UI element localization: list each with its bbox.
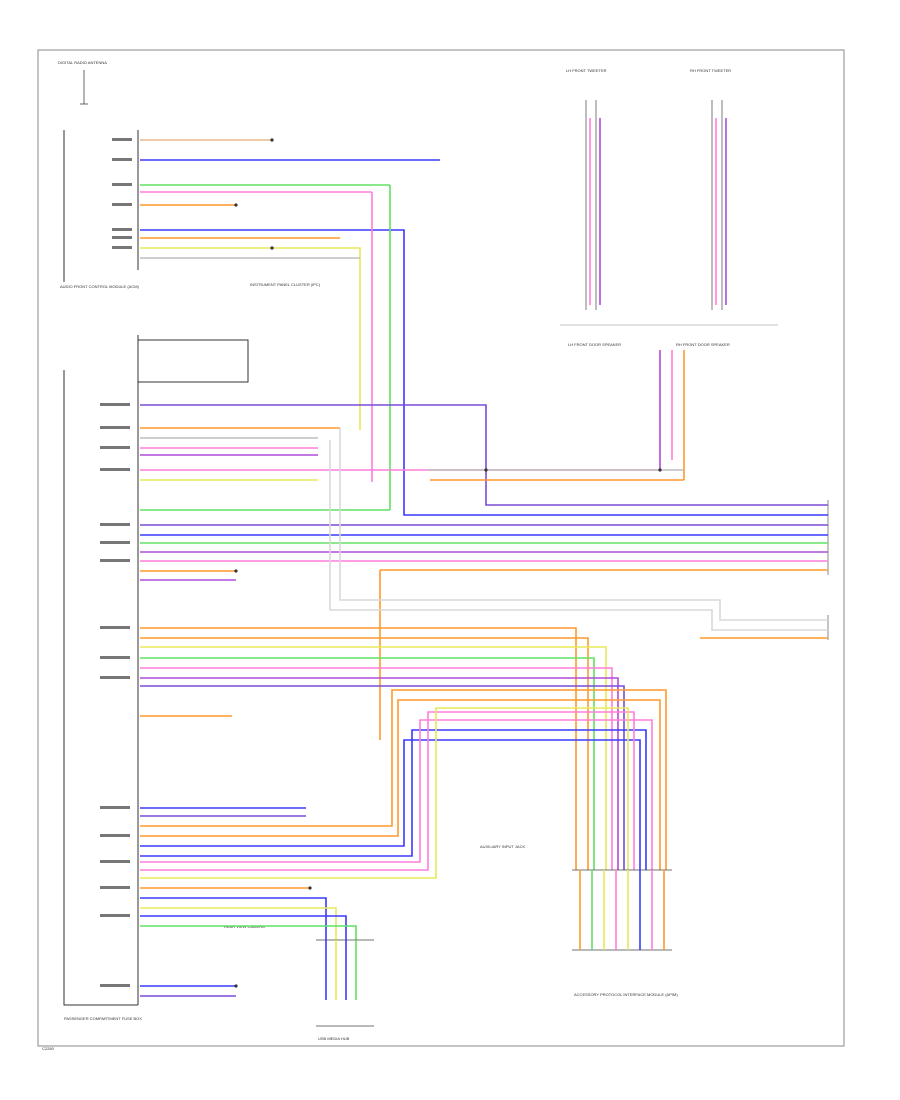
media-hub-stubs [325, 940, 357, 1000]
media-hub-label: USB MEDIA HUB [318, 1036, 350, 1041]
left-speaker-label: LH FRONT DOOR SPEAKER [568, 342, 621, 347]
left-tweeter-label: LH FRONT TWEETER [566, 68, 607, 73]
pin-rows-top [112, 138, 132, 249]
left-tweeter-connector [585, 100, 597, 310]
pin-rows-bottom [100, 403, 130, 987]
antenna-label: DIGITAL RADIO ANTENNA [58, 60, 107, 65]
media-hub-wires [140, 887, 357, 997]
usb-label: AUXILIARY INPUT JACK [480, 844, 525, 849]
media-hub-connector [316, 939, 374, 1027]
diagram-border [37, 49, 845, 1047]
splice-points [234, 138, 662, 988]
speaker-wires [140, 350, 685, 511]
shield-wires [329, 428, 828, 639]
tweeter-wires [589, 118, 727, 305]
module-top-label: AUDIO FRONT CONTROL MODULE (ACM) [60, 284, 140, 289]
top-module-wires [140, 139, 828, 516]
module-top-connector [63, 130, 139, 282]
sync-module-label: ACCESSORY PROTOCOL INTERFACE MODULE (API… [574, 992, 678, 997]
sync-module-stubs [579, 870, 665, 950]
instrument-label: INSTRUMENT PANEL CLUSTER (IPC) [250, 282, 321, 287]
sync-module-connector [572, 869, 672, 951]
antenna-icon [80, 70, 88, 105]
main-harness-wires [140, 404, 828, 740]
lower-loop-wires [140, 689, 667, 879]
sync-module-wires [140, 627, 625, 870]
module-bottom-connector [63, 335, 249, 1006]
footer-label: C2280 [42, 1046, 55, 1051]
right-tweeter-connector [711, 100, 723, 310]
module-bottom-label: PASSENGER COMPARTMENT FUSE BOX [64, 1016, 142, 1021]
right-tweeter-label: RH FRONT TWEETER [690, 68, 731, 73]
right-speaker-label: RH FRONT DOOR SPEAKER [676, 342, 730, 347]
